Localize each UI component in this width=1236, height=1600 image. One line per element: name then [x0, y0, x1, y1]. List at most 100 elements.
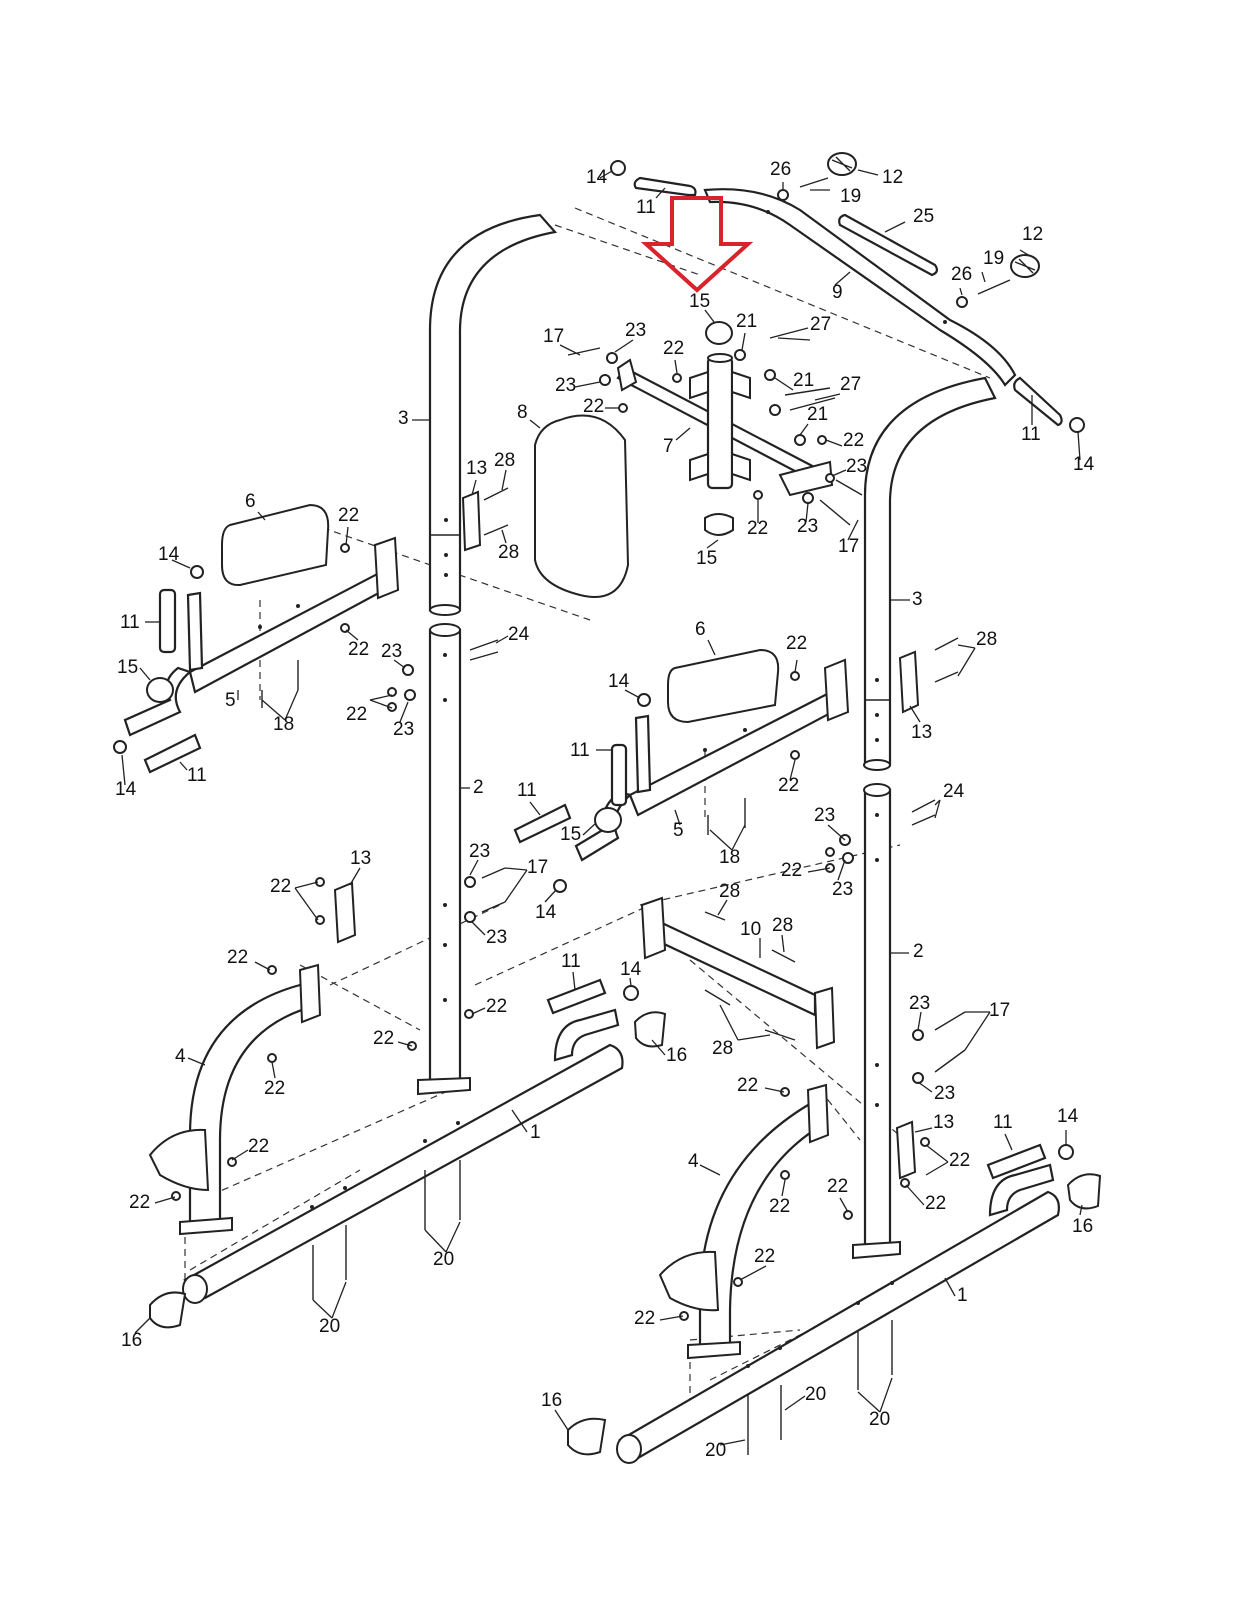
part-5-left-arm — [123, 536, 400, 737]
part-number-label-5: 5 — [673, 820, 684, 841]
part-number-label-11: 11 — [517, 780, 537, 801]
part-number-label-27: 27 — [810, 314, 831, 335]
part-number-label-11: 11 — [1021, 424, 1041, 445]
part-number-label-11: 11 — [993, 1112, 1013, 1133]
part-number-label-11: 11 — [570, 740, 590, 761]
part-number-label-5: 5 — [225, 690, 236, 711]
part-number-label-11: 11 — [561, 951, 581, 972]
part-number-label-22: 22 — [634, 1308, 655, 1329]
part-14-right-cap-bottom — [553, 879, 567, 893]
part-number-label-23: 23 — [486, 927, 507, 948]
part-number-label-22: 22 — [843, 430, 864, 451]
middle-left-hardware — [315, 867, 506, 925]
part-number-label-1: 1 — [957, 1285, 968, 1306]
part-11-left-lower-grip — [143, 733, 202, 774]
part-number-label-13: 13 — [466, 458, 487, 479]
part-20-right-bolts — [747, 1320, 893, 1455]
part-number-label-19: 19 — [840, 186, 861, 207]
part-number-label-23: 23 — [393, 719, 414, 740]
part-number-label-26: 26 — [770, 159, 791, 180]
part-number-label-28: 28 — [772, 915, 793, 936]
part-number-label-6: 6 — [695, 619, 706, 640]
part-6-left-arm-pad — [221, 503, 330, 587]
part-number-label-20: 20 — [705, 1440, 726, 1461]
part-number-label-11: 11 — [187, 765, 207, 786]
part-number-label-22: 22 — [737, 1075, 758, 1096]
part-number-label-22: 22 — [346, 704, 367, 725]
part-13-bracket-upper-left — [461, 487, 509, 552]
part-11-center-lower-grip — [546, 978, 607, 1015]
part-13-bracket-middle-left — [333, 881, 357, 944]
part-number-label-15: 15 — [689, 291, 710, 312]
part-14-center-lower-cap — [623, 985, 639, 1001]
part-number-label-22: 22 — [827, 1176, 848, 1197]
part-3-left-upright — [428, 213, 558, 616]
part-number-label-23: 23 — [934, 1083, 955, 1104]
part-number-label-18: 18 — [273, 714, 294, 735]
part-number-label-2: 2 — [913, 941, 924, 962]
part-number-label-14: 14 — [1073, 454, 1095, 475]
part-16-center-end-cap — [633, 1011, 667, 1048]
part-number-label-22: 22 — [264, 1078, 285, 1099]
part-number-label-22: 22 — [778, 775, 799, 796]
part-13-bracket-lower-right — [895, 1120, 917, 1180]
part-number-label-12: 12 — [882, 167, 903, 188]
part-number-label-22: 22 — [338, 505, 359, 526]
part-4-left-stabilizer — [148, 963, 322, 1236]
part-number-label-20: 20 — [869, 1409, 890, 1430]
part-number-label-3: 3 — [398, 408, 409, 429]
part-number-label-23: 23 — [797, 516, 818, 537]
part-number-label-26: 26 — [951, 264, 972, 285]
part-15-top-cap — [705, 321, 733, 345]
part-number-label-20: 20 — [433, 1249, 454, 1270]
part-2-right-upright — [852, 783, 901, 1260]
part-number-label-14: 14 — [608, 671, 630, 692]
part-11-right-vertical-grip — [634, 714, 652, 794]
part-number-label-23: 23 — [846, 456, 867, 477]
part-1-left-base — [182, 1008, 624, 1304]
part-number-label-13: 13 — [933, 1112, 954, 1133]
part-12-knobs — [827, 152, 1040, 278]
part-number-label-23: 23 — [814, 805, 835, 826]
part-number-label-10: 10 — [740, 919, 761, 940]
part-9-pullup-bar — [703, 188, 1017, 387]
bracket-hardware — [567, 327, 863, 526]
part-number-label-23: 23 — [909, 993, 930, 1014]
part-8-back-pad — [534, 414, 630, 598]
part-number-label-23: 23 — [469, 841, 490, 862]
part-number-label-28: 28 — [498, 542, 519, 563]
part-number-label-22: 22 — [129, 1192, 150, 1213]
parts-19-26-bolts-washers — [777, 177, 1011, 308]
part-number-label-22: 22 — [754, 1246, 775, 1267]
part-number-label-28: 28 — [976, 629, 997, 650]
part-number-label-14: 14 — [620, 959, 642, 980]
part-number-label-24: 24 — [943, 781, 965, 802]
part-number-label-22: 22 — [348, 639, 369, 660]
part-number-label-22: 22 — [949, 1150, 970, 1171]
part-number-label-20: 20 — [805, 1384, 826, 1405]
part-number-label-22: 22 — [583, 396, 604, 417]
part-number-label-22: 22 — [769, 1196, 790, 1217]
part-13-bracket-upper-right — [898, 650, 920, 714]
part-14-left-cap-top — [190, 565, 204, 579]
part-11-right-lower-grip — [986, 1143, 1047, 1180]
part-number-label-15: 15 — [560, 824, 581, 845]
part-number-label-14: 14 — [586, 167, 608, 188]
part-number-label-14: 14 — [158, 544, 180, 565]
part-number-label-28: 28 — [719, 881, 740, 902]
part-11-left-loose-grip — [158, 588, 177, 654]
leader-lines — [121, 169, 1083, 1446]
part-number-label-22: 22 — [248, 1136, 269, 1157]
part-number-label-21: 21 — [807, 404, 828, 425]
part-number-label-11: 11 — [636, 197, 656, 218]
part-11-top-grips — [633, 176, 1063, 427]
part-number-label-8: 8 — [517, 402, 528, 423]
part-number-label-16: 16 — [121, 1330, 142, 1351]
part-4-right-stabilizer — [658, 1083, 830, 1360]
part-number-label-22: 22 — [663, 338, 684, 359]
part-16-far-right-end-cap — [567, 1417, 607, 1456]
part-number-label-22: 22 — [270, 876, 291, 897]
part-number-label-21: 21 — [736, 311, 757, 332]
part-number-label-24: 24 — [508, 624, 530, 645]
